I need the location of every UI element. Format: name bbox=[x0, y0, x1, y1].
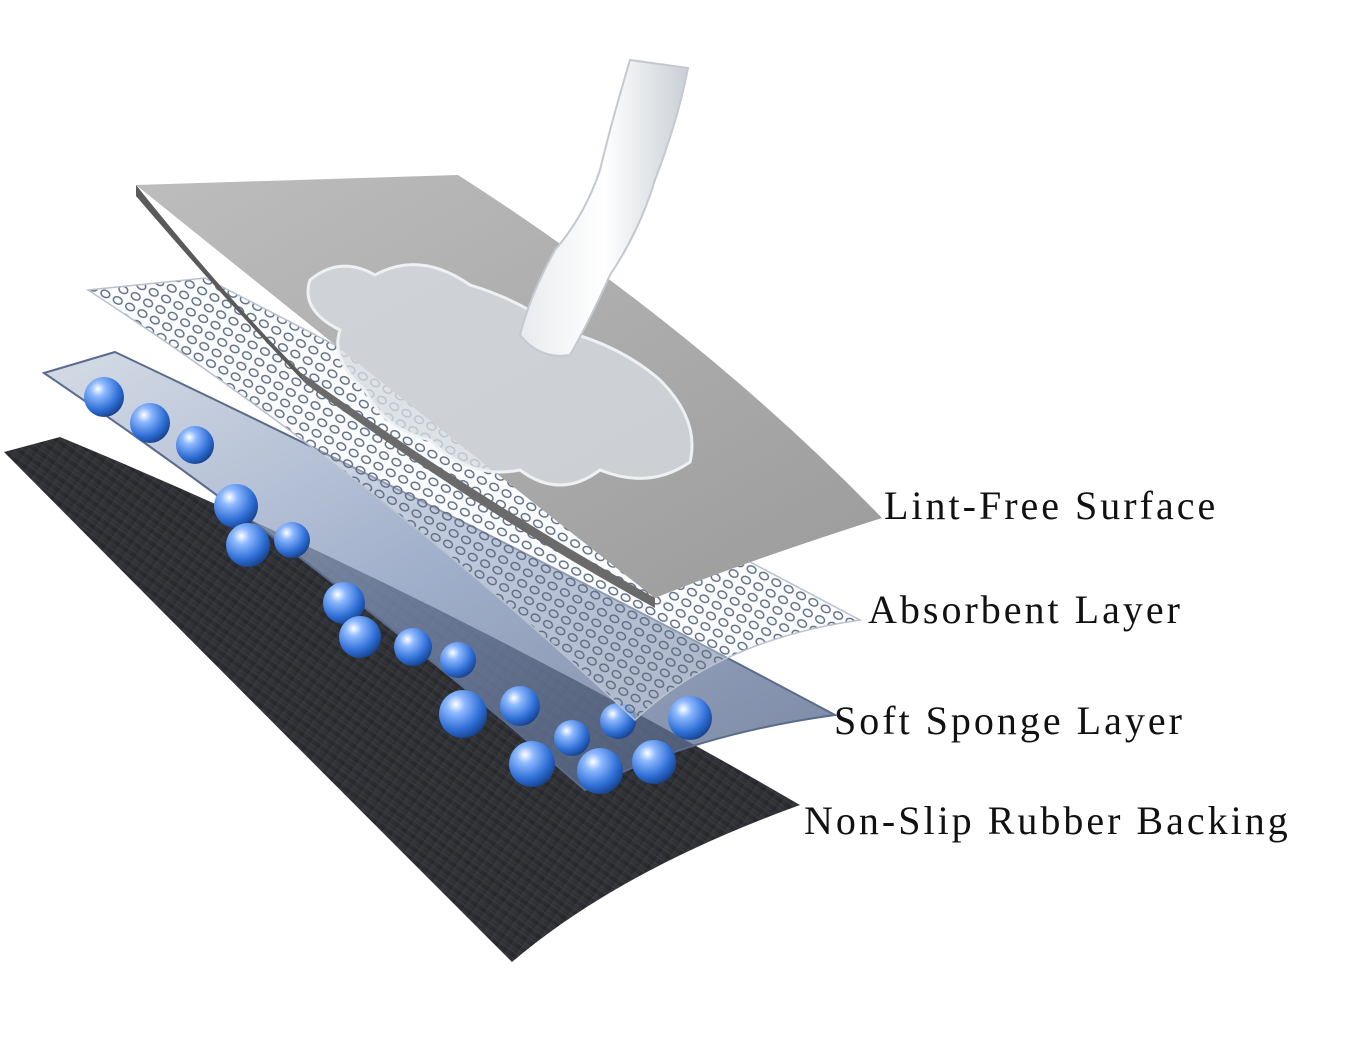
label-soft-sponge-layer: Soft Sponge Layer bbox=[834, 698, 1185, 743]
water-droplet bbox=[274, 522, 310, 558]
water-splash bbox=[306, 263, 694, 487]
water-droplets bbox=[84, 377, 712, 794]
rubber-backing-layer bbox=[4, 437, 800, 962]
water-droplet bbox=[554, 720, 590, 756]
water-stream bbox=[518, 58, 690, 357]
water-droplet bbox=[509, 741, 555, 787]
label-non-slip-rubber-backing: Non-Slip Rubber Backing bbox=[804, 798, 1291, 843]
water-droplet bbox=[668, 696, 712, 740]
water-droplet bbox=[323, 582, 365, 624]
label-lint-free-surface: Lint-Free Surface bbox=[884, 483, 1219, 528]
water-droplet bbox=[339, 616, 381, 658]
water-droplet bbox=[439, 690, 487, 738]
lint-free-surface-front-edge bbox=[300, 372, 655, 608]
label-absorbent-layer: Absorbent Layer bbox=[868, 587, 1183, 632]
water-droplet bbox=[84, 377, 124, 417]
water-droplet bbox=[214, 484, 258, 528]
lint-free-surface-edge bbox=[136, 185, 306, 384]
water-droplet bbox=[577, 748, 623, 794]
water-droplet bbox=[394, 628, 432, 666]
water-droplet bbox=[176, 426, 214, 464]
water-droplet bbox=[500, 686, 540, 726]
water-droplet bbox=[226, 523, 270, 567]
water-droplet bbox=[632, 740, 676, 784]
water-droplet bbox=[130, 403, 170, 443]
water-droplet bbox=[440, 642, 476, 678]
